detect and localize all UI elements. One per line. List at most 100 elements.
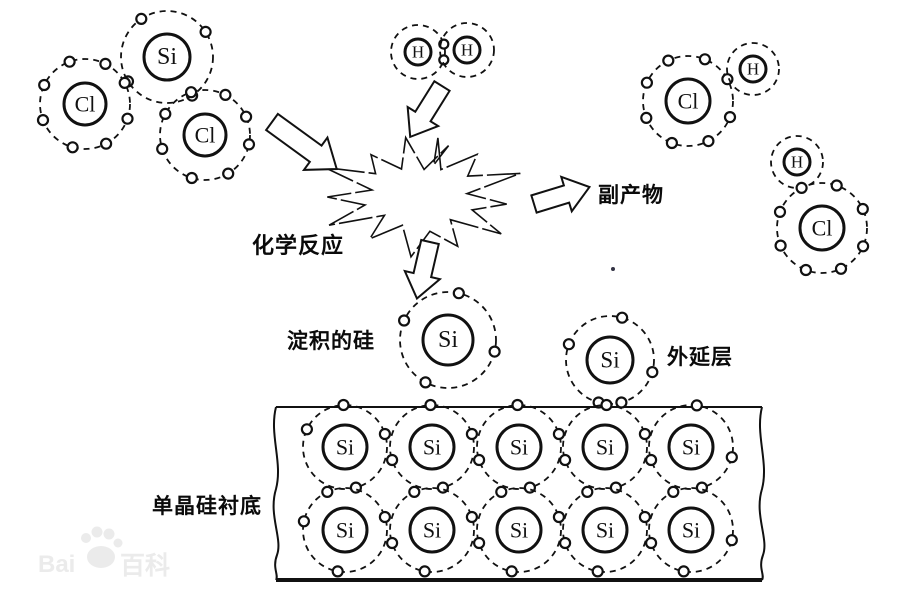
deposited-si-nucleus [421, 313, 475, 367]
substrate-si-r2c3-electron-4 [505, 565, 518, 578]
reactant-cl-1-shell [39, 58, 131, 150]
substrate-si-r1c1-nucleus [321, 423, 369, 471]
substrate-si-r2c3-nucleus [495, 506, 543, 554]
epitaxial-si-symbol: Si [600, 348, 619, 373]
byproduct-cl-1-electron-2 [698, 53, 712, 66]
substrate-si-r2c1-nucleus [321, 506, 369, 554]
reactant-cl-2-electron-5 [222, 167, 235, 180]
reaction-starburst [324, 135, 521, 259]
substrate-si-r2c5-electron-1 [667, 485, 680, 498]
byproduct-cl-2-nucleus [798, 204, 846, 252]
h2-right-symbol: H [461, 41, 473, 60]
byproduct-cl-2-symbol: Cl [812, 216, 833, 241]
substrate-si-r2c3-electron-2 [473, 536, 486, 550]
substrate-si-r2c3-electron-1 [495, 485, 508, 498]
byproduct-h-1-shell [726, 42, 780, 96]
substrate-si-r1c1-electron-1 [337, 398, 350, 412]
substrate-si-r2c4-symbol: Si [596, 518, 614, 543]
substrate-si-r1c3-symbol: Si [510, 435, 528, 460]
reactant-cl-2-symbol: Cl [195, 123, 216, 148]
substrate-si-r1c3-nucleus [495, 423, 543, 471]
reactant-cl-1-electron-1 [63, 55, 76, 68]
substrate-si-r2c5-electron-4 [677, 565, 690, 578]
substrate-si-r1c1-electron-3 [378, 427, 391, 441]
substrate-si-r2c4-electron-2 [558, 536, 572, 550]
substrate-si-r1c1-symbol: Si [336, 435, 354, 460]
h2-left-symbol: H [412, 43, 424, 62]
stray-dot [611, 267, 615, 271]
substrate-si-r1c2-symbol: Si [423, 435, 441, 460]
byproduct-cl-2-electron-1 [795, 181, 808, 194]
substrate-si-r2c5-symbol: Si [682, 518, 700, 543]
substrate-si-r2c2-electron-4 [418, 565, 431, 578]
byproduct-h-1-symbol: H [747, 60, 759, 79]
byproduct-cl-1-electron-3 [640, 76, 654, 89]
substrate-si-r1c3-shell [476, 404, 562, 490]
substrate-si-r2c5-shell [648, 487, 734, 573]
h2-left-nucleus [403, 37, 433, 67]
arrow-h2-to-reaction [406, 79, 452, 139]
reactant-cl-2-electron-1 [185, 86, 198, 99]
substrate-si-r1c3-electron-3 [552, 427, 566, 441]
baidu-paw-icon [81, 526, 123, 568]
substrate-si-r2c4-electron-4 [591, 565, 604, 578]
byproduct-cl-2-electron-2 [830, 179, 843, 192]
substrate-si-r2c2-electron-3 [465, 510, 478, 524]
substrate-si-r1c4-shell [562, 404, 648, 490]
substrate-si-r1c4-electron-3 [638, 427, 652, 441]
watermark-prefix: Bai [38, 551, 75, 578]
h2-left-shell [390, 24, 446, 80]
byproduct-cl-2-shell [776, 182, 868, 274]
byproduct-cl-1-electron-4 [640, 111, 653, 125]
reactant-si-electron-1 [135, 12, 148, 25]
substrate-si-r2c1-electron-1 [321, 485, 334, 498]
substrate-si-r2c5-electron-2 [644, 536, 658, 550]
substrate-si-r2c2-shell [389, 487, 475, 573]
substrate-si-r1c4-nucleus [581, 423, 629, 471]
substrate-si-r1c5-symbol: Si [682, 435, 700, 460]
substrate-si-r1c2-electron-3 [465, 427, 478, 441]
substrate-si-r1c5-nucleus [667, 423, 715, 471]
byproduct-h-1-nucleus [738, 54, 768, 84]
epitaxial-si-electron-2 [562, 338, 576, 351]
reactant-cl-2-electron-2 [219, 88, 232, 102]
substrate-right-edge [758, 406, 766, 581]
reactant-si-symbol: Si [157, 44, 177, 70]
substrate-si-r1c5-electron-3 [725, 451, 738, 464]
substrate-si-r2c2-electron-1 [408, 485, 421, 498]
substrate-si-r2c4-electron-1 [581, 485, 594, 498]
substrate-si-r2c1-shell [302, 487, 388, 573]
deposited-si-electron-4 [419, 376, 432, 389]
byproduct-cl-1-symbol: Cl [678, 89, 699, 114]
substrate-si-r2c3-symbol: Si [510, 518, 528, 543]
deposited-si-electron-3 [488, 345, 501, 358]
label-epitaxial-layer: 外延层 [667, 346, 733, 369]
byproduct-cl-2-electron-3 [773, 205, 787, 218]
label-single-crystal-substrate: 单晶硅衬底 [152, 495, 262, 518]
h2-right-shell [439, 22, 495, 78]
reactant-cl-2-electron-3 [240, 110, 253, 123]
substrate-si-r1c1-electron-2 [300, 423, 313, 436]
reactant-cl-1-nucleus [62, 81, 108, 127]
substrate-si-r2c3-shell [476, 487, 562, 573]
substrate-si-r2c1-electron-2 [297, 515, 310, 528]
watermark-suffix: 百科 [120, 552, 170, 580]
reactant-si-nucleus [142, 32, 192, 82]
reactant-si-shell [120, 10, 214, 104]
reactant-cl-2-electron-8 [159, 107, 172, 121]
arrow-reactants-to-reaction [264, 112, 339, 171]
substrate-si-r1c4-electron-2 [558, 453, 572, 467]
byproduct-cl-1-electron-1 [662, 54, 675, 67]
substrate-si-r2c2-symbol: Si [423, 518, 441, 543]
substrate-si-r1c5-electron-2 [644, 453, 658, 467]
substrate-si-r2c4-electron-3 [638, 510, 652, 524]
epitaxial-si-electron-3 [646, 366, 659, 379]
byproduct-cl-1-shell [642, 55, 734, 147]
substrate-si-r1c5-shell [648, 404, 734, 490]
byproduct-cl-2-electron-8 [856, 202, 869, 216]
substrate-si-r2c4-nucleus [581, 506, 629, 554]
substrate-si-r1c4-symbol: Si [596, 435, 614, 460]
substrate-si-r1c2-nucleus [408, 423, 456, 471]
reactant-cl-2-nucleus [182, 112, 228, 158]
